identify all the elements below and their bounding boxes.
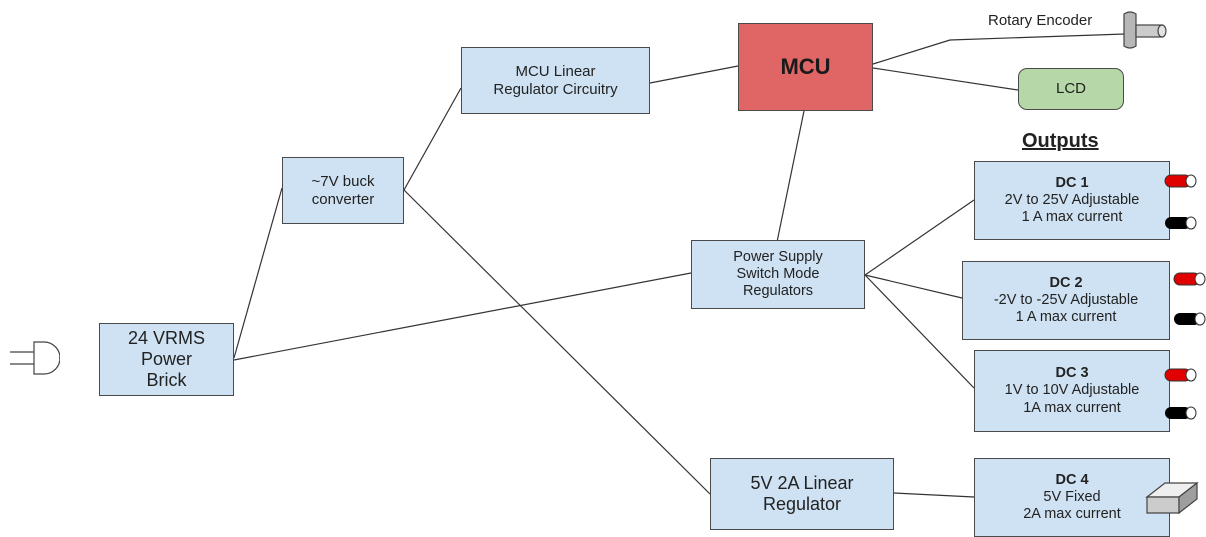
mcu-block: MCU [738,23,873,111]
psu-line2: Switch Mode [736,265,820,282]
buck-converter-line1: ~7V buck [311,172,375,190]
dc2-black-probe-icon [1174,312,1206,326]
wire-mcu-to-psu [776,110,805,243]
lcd-block: LCD [1018,68,1124,110]
linear-regulator-5v-line2: Regulator [762,494,842,514]
dc4-output-block: DC 4 5V Fixed 2A max current [974,458,1170,537]
mcu-linear-regulator-line1: MCU Linear [515,62,596,80]
dc1-black-probe-icon [1165,216,1197,230]
linear-regulator-5v-line1: 5V 2A Linear [750,472,854,493]
dc1-output-block: DC 1 2V to 25V Adjustable 1 A max curren… [974,161,1170,240]
wire-5v-to-dc4 [893,492,975,498]
dc1-range: 2V to 25V Adjustable [1004,191,1140,208]
wire-mcu-to-lcd [872,67,1019,91]
dc4-fixed: 5V Fixed [1043,488,1101,505]
power-plug-icon [10,341,60,375]
psu-line3: Regulators [742,283,814,300]
power-brick-line1: 24 VRMS [127,327,206,348]
wire-buck-to-mcu-reg [403,87,462,191]
dc4-current: 2A max current [1023,506,1121,523]
dc2-output-block: DC 2 -2V to -25V Adjustable 1 A max curr… [962,261,1170,340]
dc1-title: DC 1 [1055,174,1089,191]
wire-buck-to-5v [403,189,711,495]
buck-converter-block: ~7V buck converter [282,157,404,224]
dc4-title: DC 4 [1055,471,1089,488]
rotary-encoder-knob-icon [1123,11,1167,49]
dc3-range: 1V to 10V Adjustable [1004,382,1140,399]
dc3-red-probe-icon [1164,368,1197,382]
dc2-range: -2V to -25V Adjustable [993,291,1139,308]
lcd-label: LCD [1055,80,1086,98]
power-brick-line2: Power [140,348,193,369]
wire-brick-to-psu [233,272,692,361]
dc3-black-probe-icon [1165,406,1197,420]
dc2-red-probe-icon [1173,272,1206,286]
wire-psu-to-dc2 [864,274,963,299]
rotary-encoder-label: Rotary Encoder [988,12,1093,29]
wire-brick-to-buck [233,187,283,359]
wire-mcu-to-rotary [872,39,951,65]
wire-psu-to-dc3 [864,274,975,389]
buck-converter-line2: converter [311,190,375,208]
wire-psu-to-dc1 [864,199,975,276]
mcu-label: MCU [780,54,831,80]
dc1-current: 1 A max current [1021,209,1123,226]
dc2-current: 1 A max current [1015,309,1117,326]
mcu-linear-regulator-line2: Regulator Circuitry [493,80,618,98]
dc1-red-probe-icon [1164,174,1197,188]
usb-port-icon [1145,481,1199,515]
dc3-current: 1A max current [1023,399,1121,416]
power-brick-line3: Brick [146,370,187,391]
mcu-linear-regulator-block: MCU Linear Regulator Circuitry [461,47,650,114]
outputs-heading: Outputs [1022,130,1099,152]
dc3-output-block: DC 3 1V to 10V Adjustable 1A max current [974,350,1170,432]
linear-regulator-5v-block: 5V 2A Linear Regulator [710,458,894,530]
dc2-title: DC 2 [1049,274,1083,291]
wire-rotary-lead [949,33,1126,41]
dc3-title: DC 3 [1055,365,1089,382]
power-supply-switch-mode-regulators-block: Power Supply Switch Mode Regulators [691,240,865,309]
wire-mcu-reg-to-mcu [649,65,739,84]
psu-line1: Power Supply [733,248,823,265]
power-brick-block: 24 VRMS Power Brick [99,323,234,396]
